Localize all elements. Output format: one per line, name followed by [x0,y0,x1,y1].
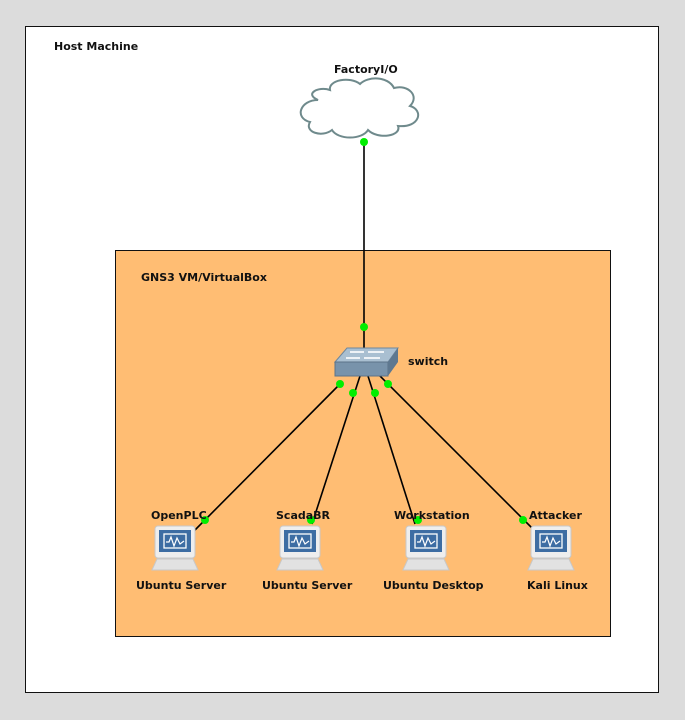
link-status-dot [371,389,379,397]
link-status-dot [307,516,315,524]
link-switch-workstation[interactable] [367,375,416,525]
link-status-dot [336,380,344,388]
link-status-dot [414,516,422,524]
node-name-scadabr: ScadaBR [276,509,331,522]
node-name-workstation: Workstation [394,509,470,522]
gns3-vm-area [115,250,611,637]
link-switch-scadabr[interactable] [311,375,361,525]
computer-icon-workstation[interactable] [402,525,450,571]
node-name-attacker: Attacker [529,509,582,522]
switch-icon[interactable] [333,347,399,377]
computer-icon-scadabr[interactable] [276,525,324,571]
computer-icon-openplc[interactable] [151,525,199,571]
link-switch-attacker[interactable] [379,375,535,531]
node-os-attacker: Kali Linux [527,579,588,592]
computer-icon-attacker[interactable] [527,525,575,571]
link-status-dot [349,389,357,397]
host-machine-label: Host Machine [54,40,139,53]
switch-label: switch [408,355,449,368]
link-status-dot [201,516,209,524]
cloud-label: FactoryI/O [334,63,398,76]
link-status-dot [384,380,392,388]
link-status-dot [519,516,527,524]
node-name-openplc: OpenPLC [151,509,207,522]
node-os-workstation: Ubuntu Desktop [383,579,484,592]
node-os-scadabr: Ubuntu Server [262,579,353,592]
cloud-icon[interactable] [299,77,420,139]
link-switch-openplc[interactable] [194,383,341,531]
node-os-openplc: Ubuntu Server [136,579,227,592]
gns3-vm-label: GNS3 VM/VirtualBox [141,271,267,284]
link-status-dot [360,138,368,146]
link-status-dot [360,323,368,331]
